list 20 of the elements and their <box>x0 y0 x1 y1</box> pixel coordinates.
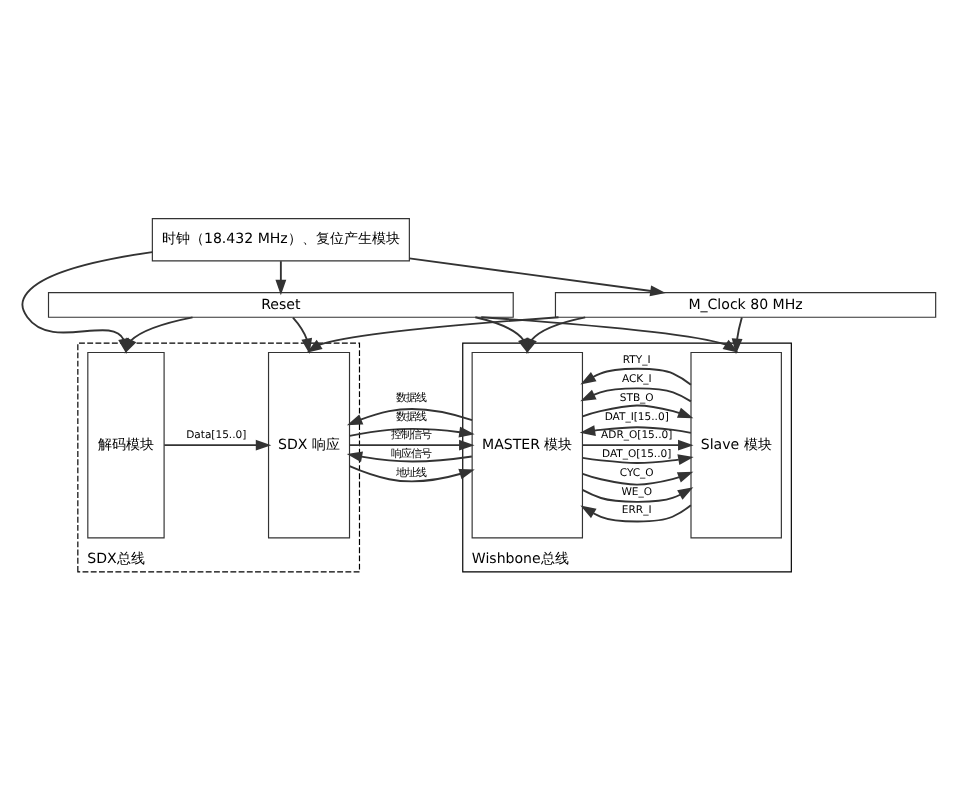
arrow <box>348 426 475 438</box>
arrow <box>581 471 694 486</box>
arrow <box>581 454 694 465</box>
arrow <box>581 439 694 451</box>
arrow <box>580 387 692 403</box>
arrow <box>474 316 529 354</box>
arrow <box>346 408 473 426</box>
arrow <box>581 487 694 503</box>
arrow <box>408 257 666 297</box>
arrow <box>163 439 272 451</box>
arrow <box>580 504 692 523</box>
arrow <box>580 367 692 386</box>
arrow <box>275 260 287 296</box>
arrow <box>731 316 743 355</box>
arrow <box>346 451 473 463</box>
arrow <box>348 465 475 483</box>
arrow <box>581 404 694 419</box>
arrow <box>348 439 475 451</box>
arrow <box>292 316 313 355</box>
arrow <box>579 425 692 436</box>
